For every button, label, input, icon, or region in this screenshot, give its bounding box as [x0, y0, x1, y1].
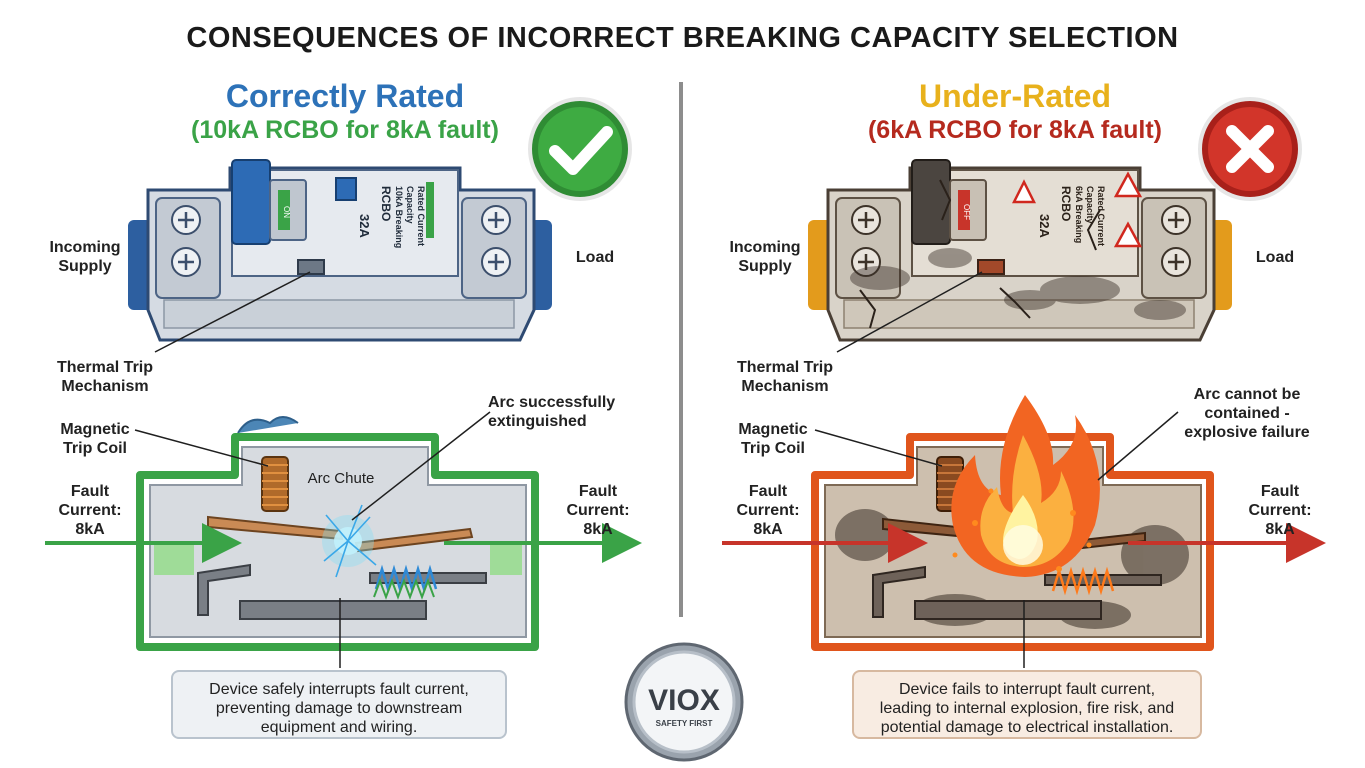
right-caption: Device fails to interrupt fault current,… [852, 670, 1202, 739]
viox-logo: VIOX SAFETY FIRST [624, 642, 744, 762]
left-device-line2: Capacity [405, 186, 415, 224]
cross-icon [1198, 97, 1302, 201]
right-device-line1: 6kA Breaking [1074, 186, 1084, 243]
main-title: CONSEQUENCES OF INCORRECT BREAKING CAPAC… [186, 22, 1179, 54]
left-toggle-label: ON [282, 206, 291, 218]
right-device-rating: 32A [1037, 214, 1052, 238]
logo-tagline: SAFETY FIRST [656, 719, 713, 728]
right-device-line2: Capacity [1085, 186, 1095, 224]
left-caption: Device safely interrupts fault current,p… [171, 670, 507, 739]
left-device-type: RCBO [379, 186, 393, 221]
left-subheading: (10kA RCBO for 8kA fault) [191, 116, 499, 144]
left-arc-chute-label: Arc Chute [308, 470, 375, 487]
center-divider [679, 82, 683, 617]
right-heading: Under-Rated [918, 78, 1111, 114]
right-subheading: (6kA RCBO for 8kA fault) [867, 116, 1162, 144]
right-device-line3: Rated Current [1096, 186, 1106, 246]
leader-lines [134, 271, 1179, 668]
check-icon [528, 97, 632, 201]
left-device-line3: Rated Current [416, 186, 426, 246]
left-device-rating: 32A [357, 214, 372, 238]
left-heading: Correctly Rated [225, 78, 465, 114]
left-load-label: Load [575, 249, 615, 266]
right-rcbo-device: OFF RCBO 6kA Breaking Capacity Rated Cur… [808, 159, 1232, 342]
left-cutaway-diagram: Arc Chute [136, 416, 539, 651]
right-load-label: Load [1255, 249, 1295, 266]
right-device-type: RCBO [1059, 186, 1073, 221]
left-rcbo-device: ON RCBO 10kA Breaking Capacity Rated Cur… [128, 159, 552, 342]
left-device-line1: 10kA Breaking [394, 186, 404, 248]
logo-brand: VIOX [648, 684, 720, 717]
right-toggle-label: OFF [962, 204, 971, 220]
